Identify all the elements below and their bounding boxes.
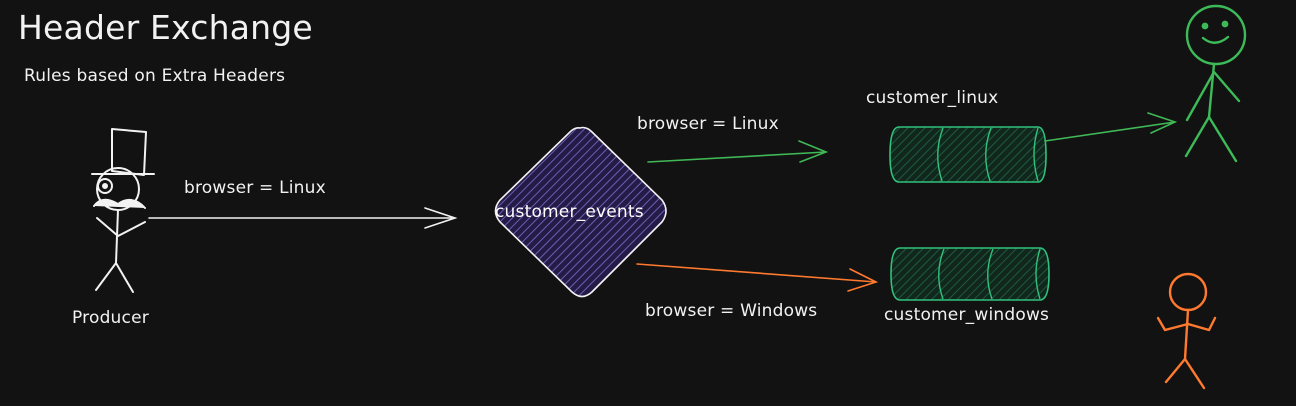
windows-consumer-body (1183, 308, 1190, 361)
linux-queue-label: customer_linux (866, 88, 999, 108)
diagram-subtitle: Rules based on Extra Headers (24, 66, 286, 86)
linux-consumer-legs (1184, 115, 1238, 163)
linux-consumer-right-eye (1221, 20, 1229, 28)
producer-arms (96, 217, 146, 237)
exchange-to-windows-arrow (636, 263, 879, 292)
producer-monocle (97, 178, 113, 194)
exchange-diamond (494, 126, 667, 298)
producer-body (115, 209, 119, 264)
exchange-to-linux-arrow (647, 140, 829, 163)
linux-consumer-head (1185, 4, 1247, 66)
exchange-label: customer_events (495, 202, 644, 222)
producer-mustache (93, 198, 146, 209)
linux-consumer-arms (1185, 70, 1241, 122)
linux-consumer-figure (1184, 4, 1247, 163)
producer-figure (91, 128, 155, 293)
windows-queue (890, 247, 1050, 301)
producer-label: Producer (72, 308, 149, 328)
exchange-node (494, 126, 667, 298)
windows-queue-label: customer_windows (884, 305, 1050, 325)
windows-consumer-arms (1156, 316, 1217, 332)
producer-to-exchange-arrow (148, 207, 458, 229)
diagram-title: Header Exchange (18, 8, 313, 47)
linux-to-consumer-arrow (1044, 112, 1178, 142)
linux-queue (889, 126, 1047, 183)
producer-legs (95, 262, 134, 293)
linux-route-label: browser = Linux (637, 114, 779, 134)
windows-consumer-head (1168, 272, 1208, 312)
windows-consumer-figure (1156, 272, 1217, 390)
linux-consumer-left-eye (1201, 22, 1209, 30)
windows-consumer-legs (1164, 357, 1206, 390)
producer-edge-label: browser = Linux (184, 178, 326, 198)
windows-route-label: browser = Windows (645, 301, 818, 321)
producer-eye (102, 183, 108, 189)
linux-consumer-smile (1201, 35, 1230, 44)
